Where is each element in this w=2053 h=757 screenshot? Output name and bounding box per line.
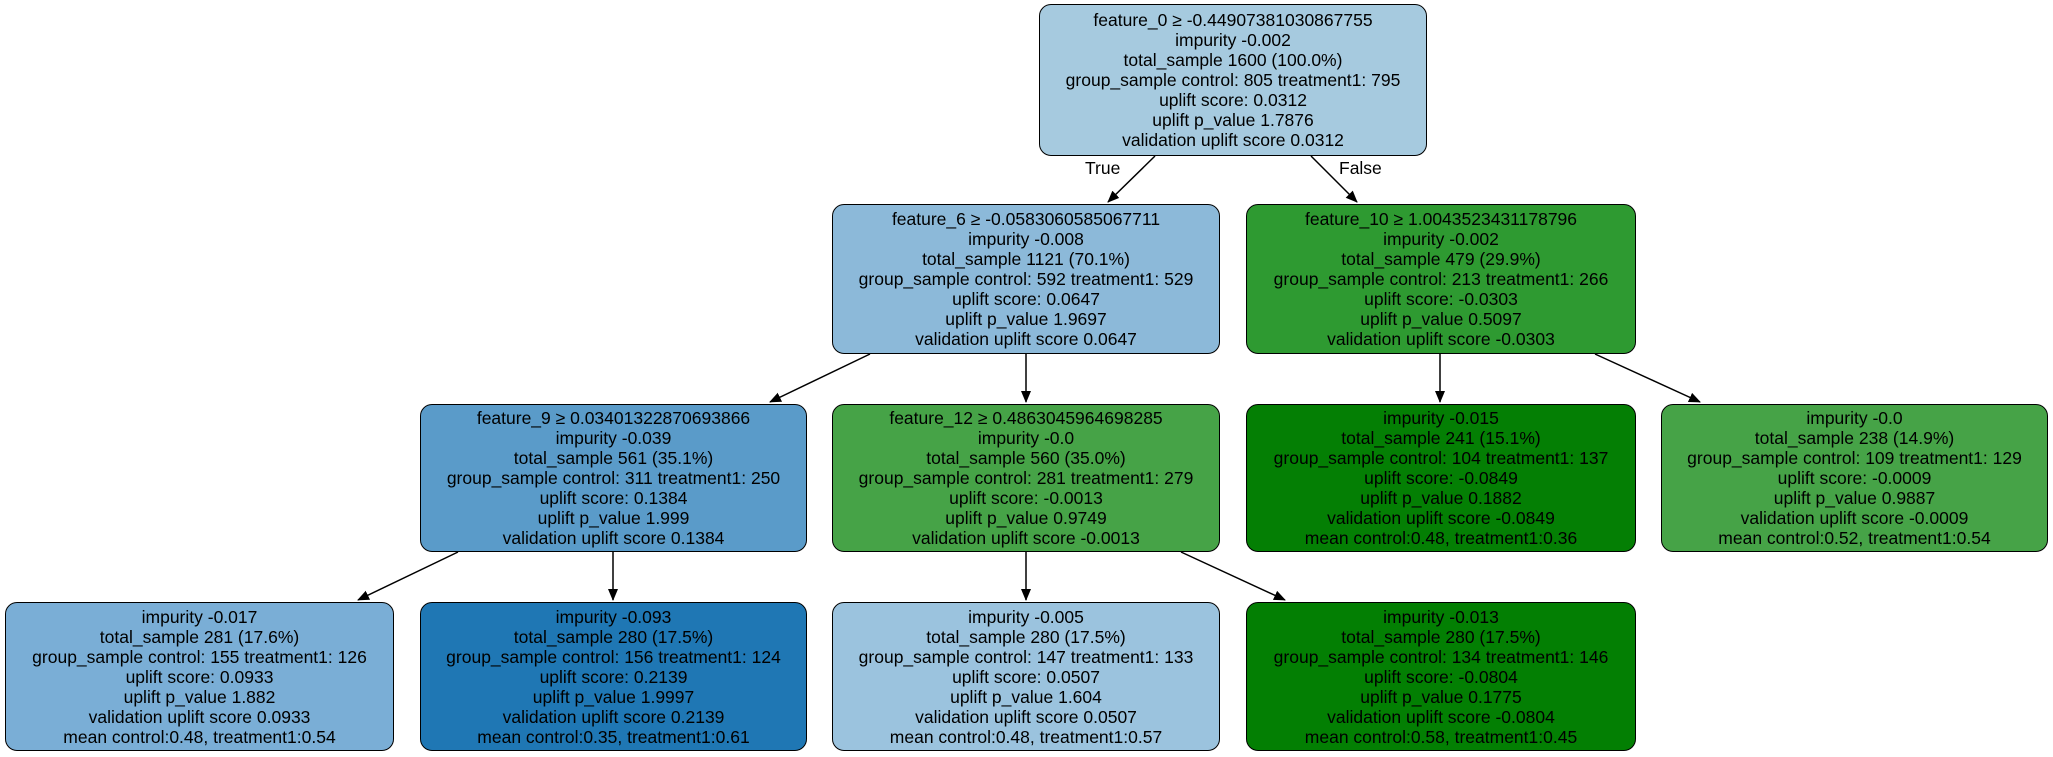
node-line: validation uplift score 0.1384 — [502, 528, 725, 548]
node-line: feature_9 ≥ 0.03401322870693866 — [476, 408, 751, 428]
node-line: uplift score: 0.0507 — [952, 666, 1100, 687]
node-line: total_sample 1600 (100.0%) — [1123, 50, 1343, 70]
node-line: total_sample 280 (17.5%) — [513, 626, 714, 647]
node-line: validation uplift score 0.0933 — [88, 706, 311, 727]
node-line: uplift score: -0.0804 — [1364, 666, 1518, 687]
node-line: group_sample control: 104 treatment1: 13… — [1273, 448, 1609, 468]
node-line: total_sample 241 (15.1%) — [1341, 428, 1541, 448]
node-line: validation uplift score 0.0312 — [1122, 130, 1344, 150]
node-line: impurity -0.039 — [555, 428, 672, 448]
node-line: uplift p_value 1.9997 — [532, 686, 695, 707]
node-line: mean control:0.48, treatment1:0.57 — [889, 726, 1163, 747]
node-line: uplift score: 0.0647 — [952, 289, 1100, 309]
node-line: validation uplift score -0.0849 — [1327, 508, 1555, 528]
node-line: group_sample control: 805 treatment1: 79… — [1065, 70, 1401, 90]
node-line: feature_6 ≥ -0.0583060585067711 — [891, 209, 1161, 229]
node-line: feature_10 ≥ 1.0043523431178796 — [1304, 209, 1578, 229]
node-line: validation uplift score 0.0507 — [915, 706, 1137, 727]
node-line: mean control:0.48, treatment1:0.54 — [63, 726, 336, 747]
node-line: uplift score: 0.0933 — [125, 666, 274, 687]
edge-lr-lrr — [1180, 551, 1286, 601]
node-line: uplift score: -0.0849 — [1364, 468, 1518, 488]
edge-left-ll — [769, 353, 871, 403]
node-line: group_sample control: 147 treatment1: 13… — [858, 646, 1194, 667]
node-line: impurity -0.015 — [1383, 408, 1499, 428]
node-line: validation uplift score -0.0013 — [912, 528, 1140, 548]
node-line: uplift score: 0.2139 — [539, 666, 688, 687]
node-line: group_sample control: 311 treatment1: 25… — [446, 468, 781, 488]
node-line: validation uplift score -0.0303 — [1327, 329, 1555, 349]
node-line: uplift p_value 0.5097 — [1360, 309, 1522, 329]
edge-root-left — [1107, 155, 1156, 203]
node-line: group_sample control: 109 treatment1: 12… — [1687, 448, 2022, 468]
node-line: uplift p_value 1.999 — [537, 508, 690, 528]
edge-label-false: False — [1339, 158, 1382, 178]
node-line: total_sample 479 (29.9%) — [1341, 249, 1541, 269]
node-line: impurity -0.005 — [968, 606, 1084, 627]
node-line: uplift p_value 0.1775 — [1360, 686, 1522, 707]
node-line: mean control:0.58, treatment1:0.45 — [1304, 726, 1578, 747]
node-line: impurity -0.093 — [555, 606, 672, 627]
node-line: total_sample 561 (35.1%) — [513, 448, 714, 468]
node-line: impurity -0.0 — [1806, 408, 1903, 428]
node-line: total_sample 1121 (70.1%) — [922, 249, 1130, 269]
node-line: impurity -0.013 — [1383, 606, 1499, 627]
node-line: validation uplift score -0.0804 — [1327, 706, 1555, 727]
edge-label-true: True — [1085, 158, 1121, 178]
node-line: impurity -0.0 — [977, 428, 1075, 448]
node-line: uplift p_value 0.1882 — [1360, 488, 1522, 508]
node-line: uplift score: 0.0312 — [1159, 90, 1307, 110]
node-line: total_sample 280 (17.5%) — [926, 626, 1126, 647]
edge-root-right — [1310, 155, 1358, 203]
node-line: uplift p_value 1.604 — [950, 686, 1102, 707]
node-line: validation uplift score 0.0647 — [915, 329, 1137, 349]
node-line: impurity -0.002 — [1383, 229, 1499, 249]
node-line: impurity -0.002 — [1175, 30, 1291, 50]
node-line: uplift p_value 0.9887 — [1773, 488, 1936, 508]
node-line: mean control:0.48, treatment1:0.36 — [1304, 528, 1578, 548]
node-line: uplift score: -0.0303 — [1364, 289, 1518, 309]
node-line: uplift score: -0.0009 — [1777, 468, 1932, 488]
node-line: total_sample 281 (17.6%) — [99, 626, 300, 647]
node-line: group_sample control: 592 treatment1: 52… — [858, 269, 1194, 289]
node-line: uplift p_value 0.9749 — [945, 508, 1107, 528]
node-line: validation uplift score -0.0009 — [1740, 508, 1969, 528]
node-line: total_sample 560 (35.0%) — [926, 448, 1126, 468]
node-line: group_sample control: 134 treatment1: 14… — [1273, 646, 1609, 667]
edge-ll-lll — [357, 551, 459, 601]
node-line: total_sample 238 (14.9%) — [1754, 428, 1955, 448]
node-line: feature_12 ≥ 0.4863045964698285 — [889, 408, 1163, 428]
edge-right-rr — [1594, 353, 1701, 403]
node-line: uplift score: -0.0013 — [949, 488, 1103, 508]
node-line: feature_0 ≥ -0.44907381030867755 — [1093, 10, 1373, 30]
node-line: mean control:0.35, treatment1:0.61 — [477, 726, 750, 747]
node-line: group_sample control: 281 treatment1: 27… — [858, 468, 1194, 488]
node-line: uplift score: 0.1384 — [539, 488, 688, 508]
node-line: impurity -0.017 — [141, 606, 258, 627]
node-line: validation uplift score 0.2139 — [502, 706, 725, 727]
node-line: uplift p_value 1.9697 — [945, 309, 1107, 329]
node-line: uplift p_value 1.7876 — [1152, 110, 1314, 130]
node-line: group_sample control: 213 treatment1: 26… — [1273, 269, 1609, 289]
node-line: total_sample 280 (17.5%) — [1341, 626, 1541, 647]
node-line: group_sample control: 155 treatment1: 12… — [32, 646, 367, 667]
node-line: group_sample control: 156 treatment1: 12… — [446, 646, 781, 667]
node-line: mean control:0.52, treatment1:0.54 — [1718, 528, 1991, 548]
node-line: uplift p_value 1.882 — [123, 686, 276, 707]
node-line: impurity -0.008 — [968, 229, 1084, 249]
